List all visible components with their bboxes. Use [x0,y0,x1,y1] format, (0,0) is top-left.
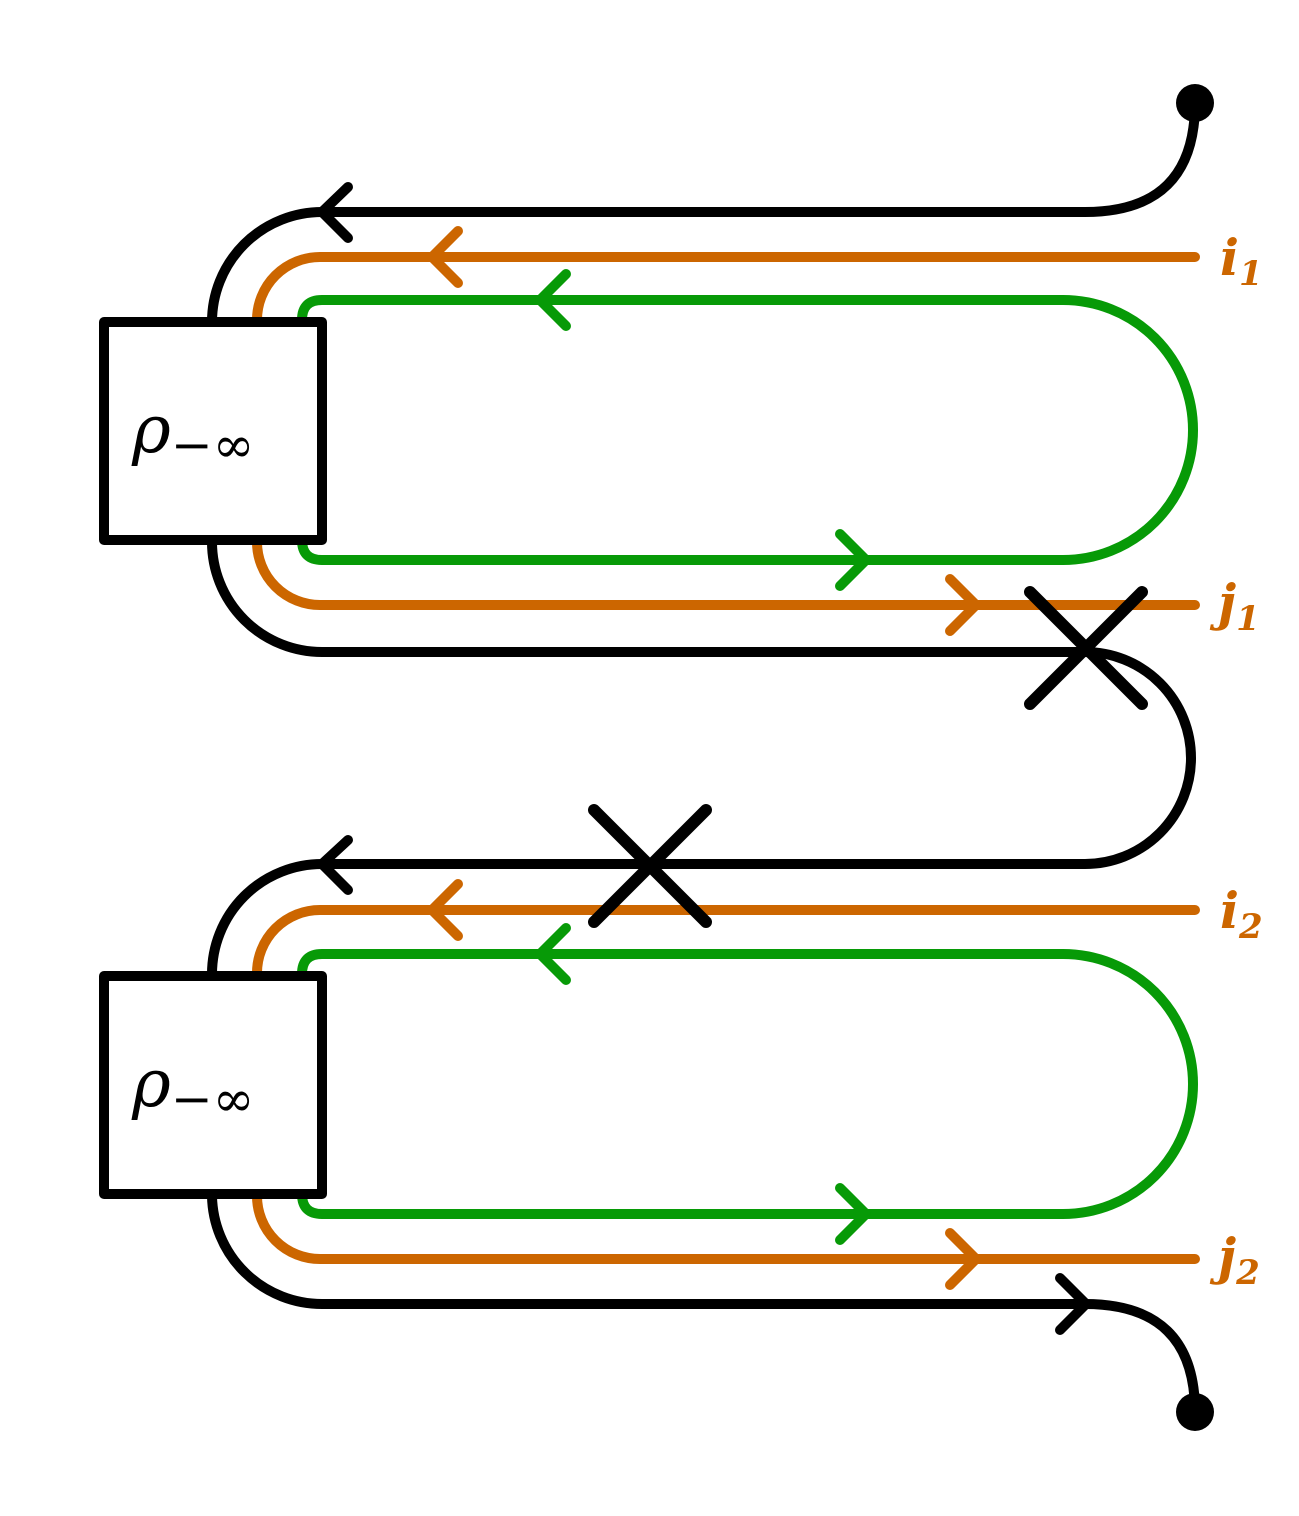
arrow-right-icon [945,1228,981,1290]
rho-subscript: −∞ [171,416,255,474]
arrow-right-icon [1055,1273,1091,1335]
black-contour-upper-bottom [207,537,1196,979]
orange-line-j1 [252,537,1200,610]
arrow-left-icon [317,182,353,243]
rho-subscript: −∞ [171,1070,255,1128]
svg-text:ρ−∞: ρ−∞ [131,391,254,474]
green-loop-upper [297,295,1198,565]
orange-line-i2 [252,905,1200,978]
arrow-left-icon [427,879,463,941]
label-j1: j1 [1209,573,1260,639]
rho-symbol: ρ [131,1045,171,1122]
arrow-left-icon [535,923,571,985]
black-contour-top [207,98,1200,327]
density-box-lower: ρ−∞ [99,971,327,1199]
rho-symbol: ρ [131,391,171,468]
arrow-left-icon [317,835,353,895]
arrow-right-icon [835,1183,871,1245]
orange-line-j2 [252,1191,1200,1264]
svg-text:ρ−∞: ρ−∞ [131,1045,254,1128]
label-j2: j2 [1209,1227,1260,1293]
cross-icon-lower [588,804,712,928]
arrow-left-icon [427,226,463,288]
arrow-right-icon [835,529,871,591]
arrow-left-icon [535,269,571,331]
cross-icon-upper [1024,586,1148,710]
arrow-right-icon [945,574,981,636]
green-loop-lower [297,949,1198,1219]
black-contour-bottom [207,1191,1200,1417]
label-i1: i1 [1220,228,1263,294]
density-box-upper: ρ−∞ [99,317,327,545]
endpoint-dot-top [1176,84,1214,122]
orange-line-i1 [252,252,1200,325]
endpoint-dot-bottom [1176,1393,1214,1431]
label-i2: i2 [1220,881,1263,947]
